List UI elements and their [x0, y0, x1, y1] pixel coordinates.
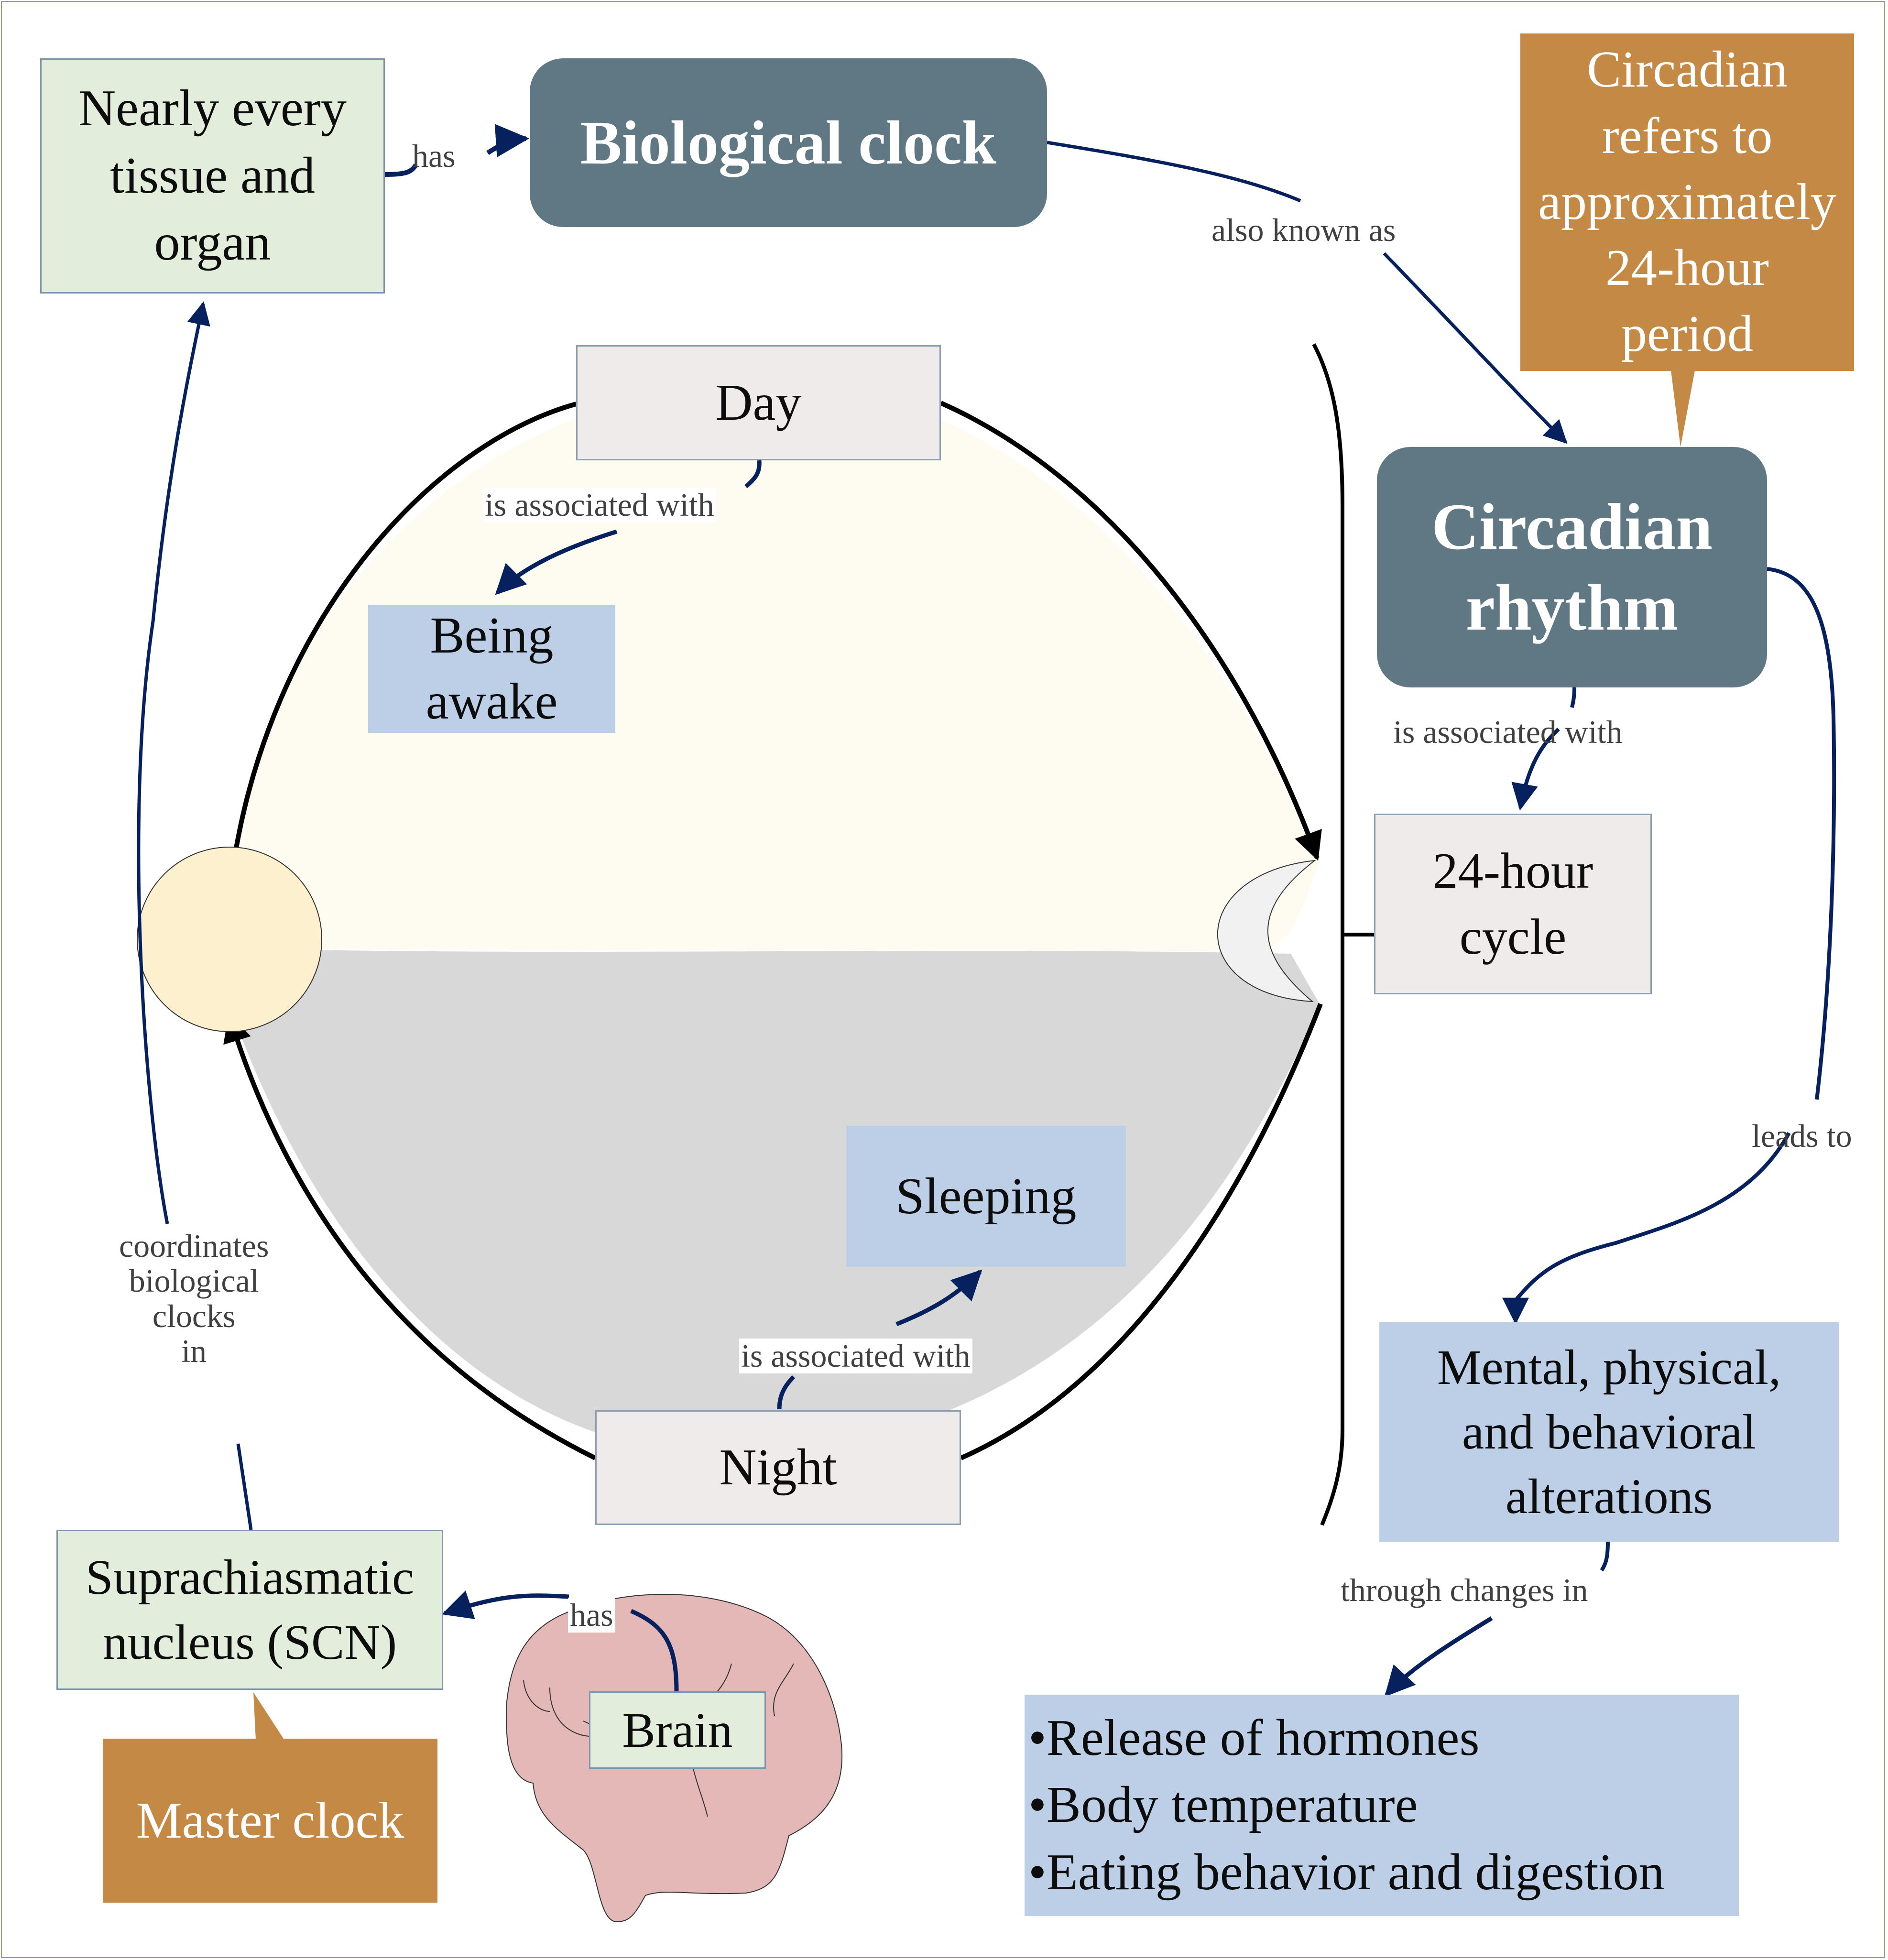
link-rhythm-leads	[1767, 567, 1836, 1100]
circadian-rhythm-node[interactable]: Circadian rhythm	[1377, 447, 1767, 687]
master-clock-pointer	[253, 1692, 284, 1740]
link-alterations-through	[1600, 1541, 1610, 1572]
master-clock-label: Master clock	[136, 1792, 404, 1849]
night-node[interactable]: Night	[595, 1410, 961, 1525]
scn-node[interactable]: Suprachiasmatic nucleus (SCN)	[56, 1530, 443, 1690]
link-label-night-assoc: is associated with	[739, 1338, 972, 1374]
link-through-list	[1384, 1616, 1493, 1697]
cycle-arc-top-right	[939, 401, 1322, 861]
crescent-moon-icon	[1217, 860, 1317, 1002]
link-label-day-assoc: is associated with	[483, 487, 716, 523]
callout-pointer	[1671, 370, 1695, 447]
day-half	[232, 382, 1320, 952]
link-label-through-changes: through changes in	[1341, 1572, 1588, 1608]
brain-label: Brain	[622, 1702, 733, 1758]
changes-item-hormones: •Release of hormones	[1028, 1709, 1480, 1766]
cycle-arc-top-left	[229, 402, 577, 875]
cycle-24h-node[interactable]: 24-hour cycle	[1374, 814, 1652, 994]
scn-label: Suprachiasmatic nucleus (SCN)	[85, 1550, 415, 1670]
cycle-arc-bottom-right	[960, 1003, 1323, 1460]
day-label: Day	[715, 374, 802, 431]
alterations-node[interactable]: Mental, physical, and behavioral alterat…	[1379, 1322, 1839, 1542]
link-known-as-rhythm	[1383, 252, 1568, 444]
changes-item-eating: •Eating behavior and digestion	[1028, 1843, 1665, 1901]
sleeping-label: Sleeping	[895, 1167, 1077, 1225]
being-awake-label: Being awake	[426, 607, 558, 730]
master-clock-callout: Master clock	[103, 1739, 437, 1903]
night-half	[234, 949, 1320, 1456]
link-tissue-has-clock	[384, 139, 526, 177]
tissue-organ-label: Nearly every tissue and organ	[78, 80, 347, 272]
day-node[interactable]: Day	[576, 345, 941, 460]
link-label-also-known-as: also known as	[1211, 212, 1396, 248]
link-label-tissue-has: has	[412, 138, 456, 174]
sun-icon	[137, 847, 322, 1032]
cycle-arc-bottom-left	[223, 1013, 597, 1460]
night-label: Night	[719, 1439, 837, 1496]
circadian-definition-callout: Circadian refers to approximately 24-hou…	[1520, 33, 1854, 371]
changes-list-node[interactable]: •Release of hormones •Body temperature •…	[1025, 1695, 1739, 1916]
tissue-organ-node[interactable]: Nearly every tissue and organ	[40, 58, 385, 294]
link-label-rhythm-assoc: is associated with	[1393, 714, 1623, 750]
link-night-assoc	[777, 1272, 980, 1410]
link-scn-coordinates	[137, 304, 253, 1530]
changes-item-temperature: •Body temperature	[1028, 1776, 1418, 1834]
link-leads-alterations	[1502, 1132, 1791, 1325]
brain-node[interactable]: Brain	[589, 1691, 766, 1769]
link-day-assoc	[497, 460, 762, 593]
being-awake-node[interactable]: Being awake	[368, 605, 615, 733]
circadian-definition-text: Circadian refers to approximately 24-hou…	[1538, 41, 1836, 363]
circadian-rhythm-label: Circadian rhythm	[1431, 490, 1713, 644]
link-rhythm-assoc	[1520, 687, 1576, 808]
sleeping-node[interactable]: Sleeping	[846, 1126, 1126, 1267]
biological-clock-node[interactable]: Biological clock	[530, 58, 1047, 227]
biological-clock-label: Biological clock	[580, 108, 997, 177]
changes-list: •Release of hormones •Body temperature •…	[1028, 1705, 1665, 1906]
alterations-label: Mental, physical, and behavioral alterat…	[1437, 1339, 1781, 1524]
link-label-leads-to: leads to	[1752, 1118, 1852, 1154]
cycle-24h-label: 24-hour cycle	[1432, 843, 1593, 965]
link-label-coordinates: coordinates biological clocks in	[119, 1228, 269, 1370]
bracket	[1312, 343, 1344, 1526]
link-label-brain-has: has	[568, 1597, 615, 1633]
link-clock-known-as	[1047, 141, 1301, 203]
link-brain-has	[445, 1596, 679, 1692]
